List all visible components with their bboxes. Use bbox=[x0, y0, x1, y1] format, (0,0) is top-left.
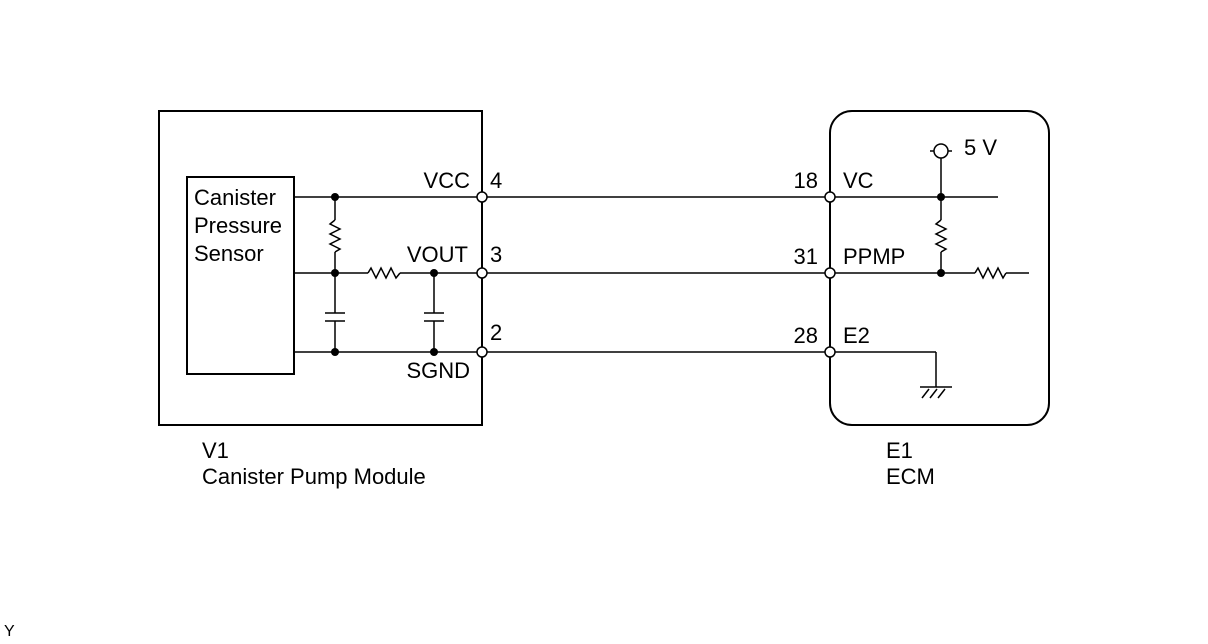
ecm-pin-ppmp-signal: PPMP bbox=[843, 244, 905, 269]
e1-code-label: E1 bbox=[886, 438, 913, 463]
ecm-pin-e2-number: 28 bbox=[794, 323, 818, 348]
ecm-internal-wiring bbox=[830, 150, 1029, 399]
terminal-v1-4 bbox=[476, 191, 488, 203]
v1-pin-vcc-number: 4 bbox=[490, 168, 502, 193]
v1-pin-vout-signal: VOUT bbox=[407, 242, 468, 267]
supply-5v-terminal-icon bbox=[933, 143, 949, 159]
terminal-e1-31 bbox=[824, 267, 836, 279]
v1-pin-vout-number: 3 bbox=[490, 242, 502, 267]
connector-terminals bbox=[476, 191, 836, 358]
ecm-junction-dots bbox=[937, 193, 945, 277]
e1-name-label: ECM bbox=[886, 464, 935, 489]
v1-pin-sgnd-number: 2 bbox=[490, 320, 502, 345]
ecm-pin-vc-number: 18 bbox=[794, 168, 818, 193]
sensor-label-line-2: Pressure bbox=[194, 213, 282, 238]
ecm-supply-label: 5 V bbox=[964, 135, 997, 160]
v1-pin-vcc-signal: VCC bbox=[424, 168, 471, 193]
v1-internal-wiring bbox=[294, 196, 482, 353]
v1-junction-dots bbox=[331, 193, 438, 356]
v1-code-label: V1 bbox=[202, 438, 229, 463]
terminal-e1-18 bbox=[824, 191, 836, 203]
terminal-v1-3 bbox=[476, 267, 488, 279]
sensor-label-line-1: Canister bbox=[194, 185, 276, 210]
terminal-e1-28 bbox=[824, 346, 836, 358]
canister-pressure-sensor-box bbox=[186, 176, 295, 375]
v1-pin-sgnd-signal: SGND bbox=[406, 358, 470, 383]
harness-wires bbox=[482, 196, 830, 353]
ecm-pin-vc-signal: VC bbox=[843, 168, 874, 193]
sensor-label-line-3: Sensor bbox=[194, 241, 264, 266]
v1-name-label: Canister Pump Module bbox=[202, 464, 426, 489]
ecm-pin-ppmp-number: 31 bbox=[794, 244, 818, 269]
ecm-pin-e2-signal: E2 bbox=[843, 323, 870, 348]
footer-code: Y bbox=[4, 623, 15, 640]
terminal-v1-2 bbox=[476, 346, 488, 358]
